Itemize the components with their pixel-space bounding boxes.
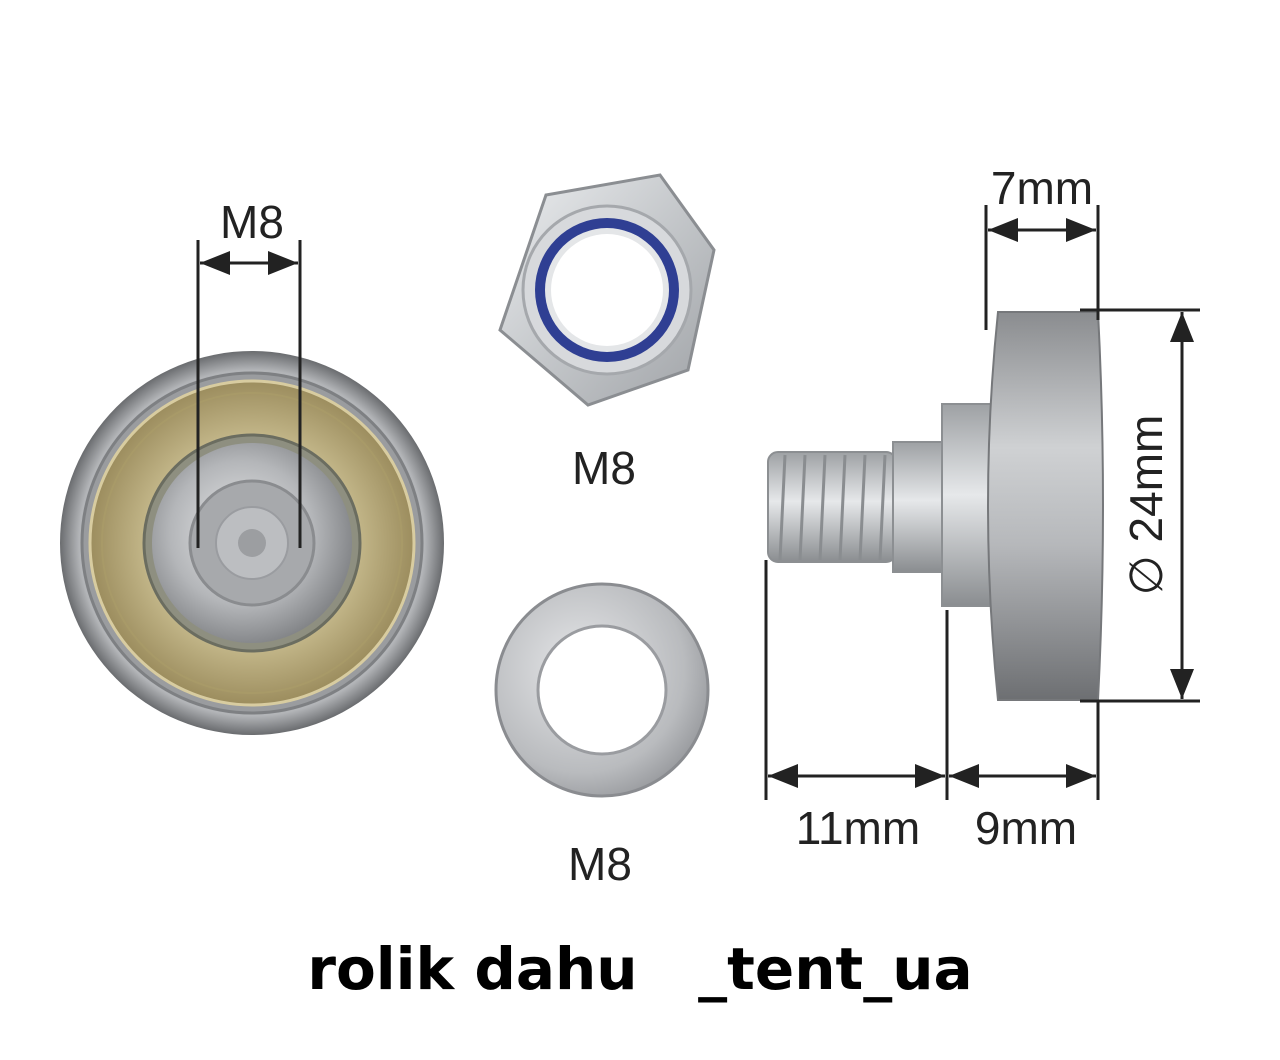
wheel-diameter-label: ∅ 24mm [1120, 415, 1172, 596]
washer-label: M8 [568, 838, 632, 890]
lock-nut: M8 [498, 173, 716, 494]
wheel-width-label: 7mm [991, 162, 1093, 214]
bolt-collar [892, 441, 946, 573]
caption-right: _tent_ua [698, 935, 973, 1003]
washer: M8 [494, 582, 710, 890]
head-length-label: 9mm [975, 802, 1077, 854]
caption-left: rolik dahu [307, 935, 638, 1003]
nut-label: M8 [572, 442, 636, 494]
bearing-front-view: M8 [60, 196, 444, 735]
bearing-thread-label: M8 [220, 196, 284, 248]
caption: rolik dahu _tent_ua [0, 935, 1280, 1003]
wheel-side [987, 311, 1104, 701]
roller-side-view: 7mm ∅ 24mm 11mm 9mm [764, 162, 1200, 854]
washer-hole [536, 624, 668, 756]
inner-race-step [941, 403, 993, 607]
bolt-length-label: 11mm [796, 802, 920, 854]
threaded-bolt [767, 451, 897, 563]
